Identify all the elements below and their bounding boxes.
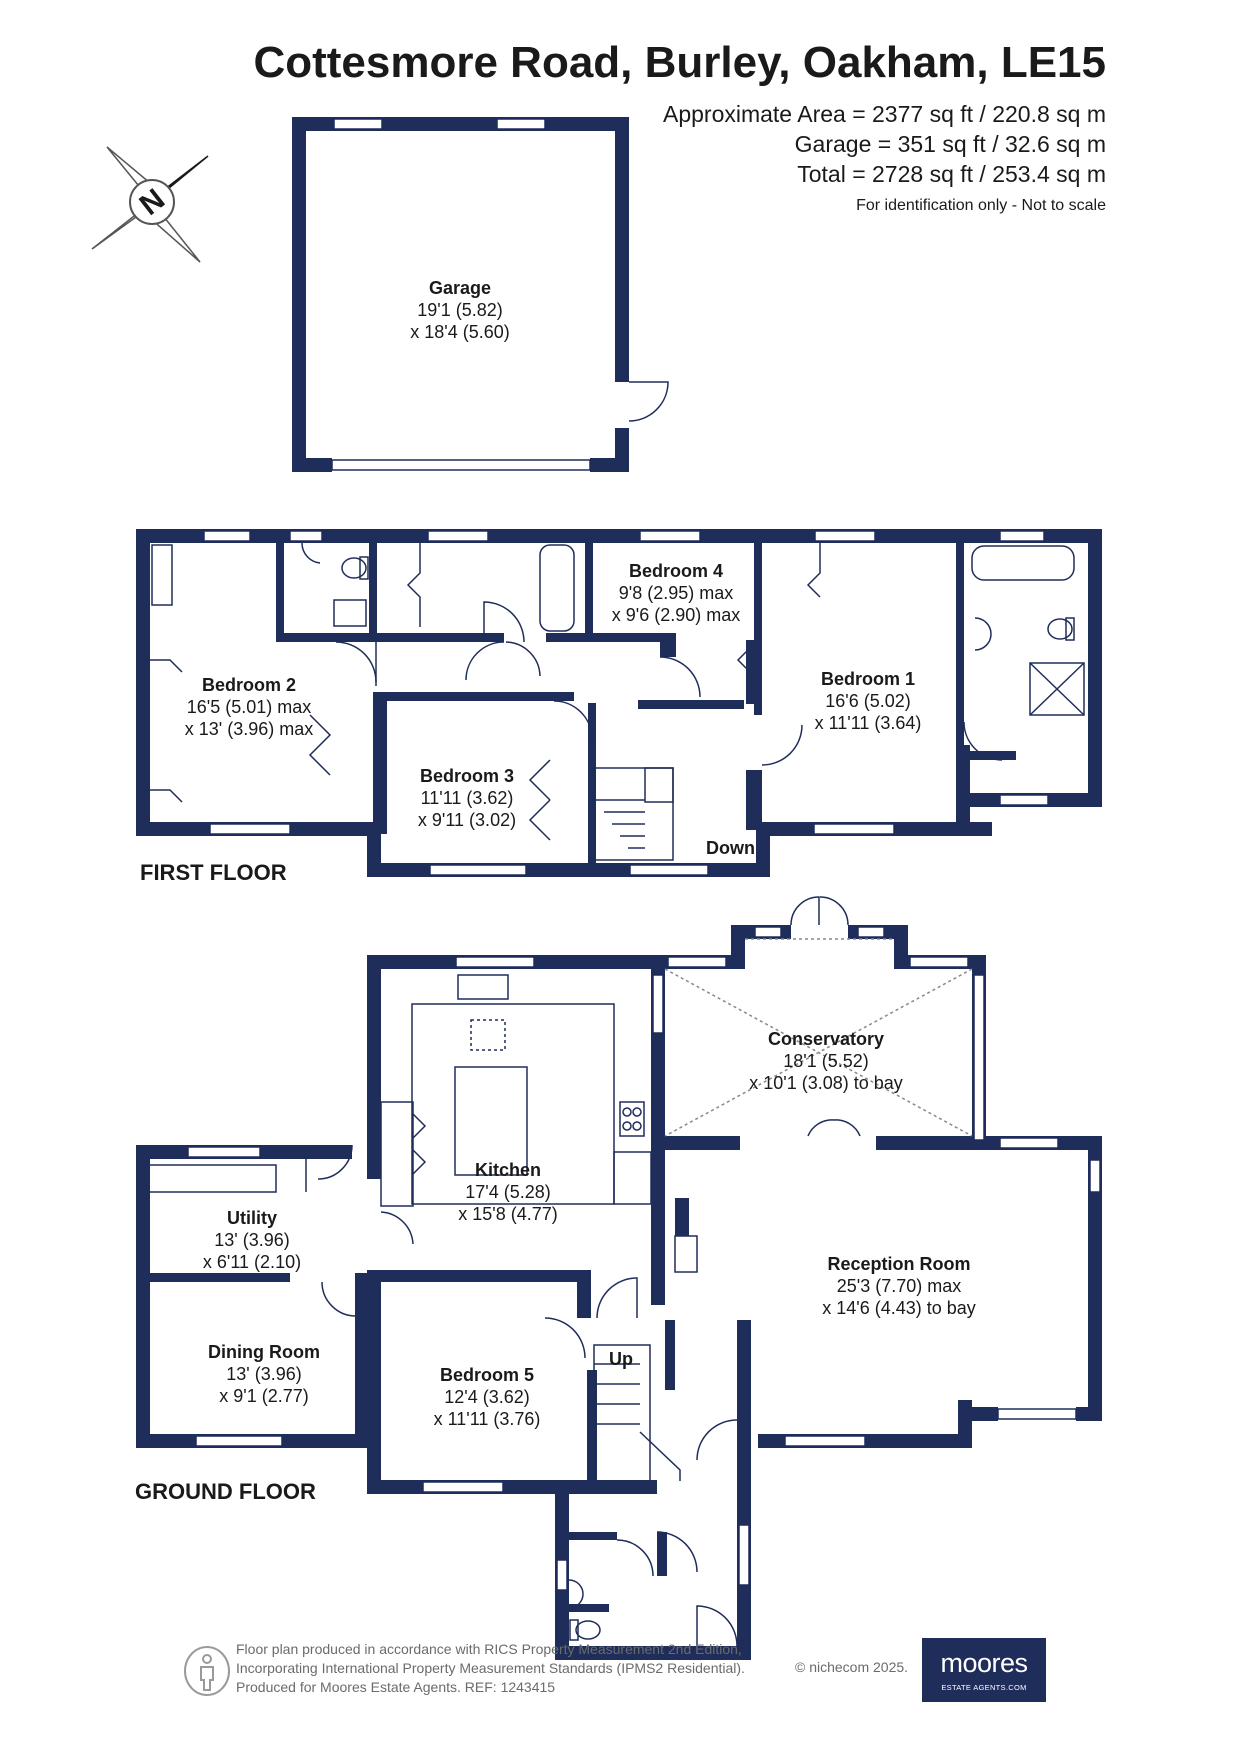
bedroom2-label: Bedroom 2 bbox=[202, 675, 296, 695]
bedroom3-label: Bedroom 3 bbox=[420, 766, 514, 786]
ground-floor-fittings bbox=[150, 896, 973, 1647]
footer-line-1: Floor plan produced in accordance with R… bbox=[236, 1641, 742, 1657]
bedroom1-dim-1: 16'6 (5.02) bbox=[825, 691, 911, 711]
utility-label: Utility bbox=[227, 1208, 277, 1228]
garage-dim-1: 19'1 (5.82) bbox=[417, 300, 503, 320]
footer-line-3: Produced for Moores Estate Agents. REF: … bbox=[236, 1679, 556, 1695]
moores-logo: moores ESTATE AGENTS.COM bbox=[922, 1638, 1046, 1702]
bedroom5-dim-2: x 11'11 (3.76) bbox=[434, 1409, 541, 1429]
bedroom1-dim-2: x 11'11 (3.64) bbox=[815, 713, 922, 733]
stairs-up-label: Up bbox=[609, 1349, 633, 1369]
bedroom4-dim-1: 9'8 (2.95) max bbox=[619, 583, 734, 603]
logo-sub: ESTATE AGENTS.COM bbox=[941, 1683, 1027, 1692]
bedroom5-dim-1: 12'4 (3.62) bbox=[444, 1387, 530, 1407]
property-title: Cottesmore Road, Burley, Oakham, LE15 bbox=[253, 38, 1106, 87]
stairs-down-label: Down bbox=[706, 838, 755, 858]
kitchen-label: Kitchen bbox=[475, 1160, 541, 1180]
footer-line-2: Incorporating International Property Mea… bbox=[236, 1660, 745, 1676]
north-compass-icon: N bbox=[91, 146, 209, 263]
conservatory-dim-2: x 10'1 (3.08) to bay bbox=[749, 1073, 903, 1093]
logo-main: moores bbox=[940, 1648, 1028, 1678]
utility-dim-1: 13' (3.96) bbox=[214, 1230, 289, 1250]
bedroom4-dim-2: x 9'6 (2.90) max bbox=[612, 605, 741, 625]
reception-dim-1: 25'3 (7.70) max bbox=[837, 1276, 962, 1296]
bedroom2-dim-1: 16'5 (5.01) max bbox=[187, 697, 312, 717]
conservatory-label: Conservatory bbox=[768, 1029, 884, 1049]
garage-dim-2: x 18'4 (5.60) bbox=[410, 322, 510, 342]
garage-label: Garage bbox=[429, 278, 491, 298]
garage-area: Garage = 351 sq ft / 32.6 sq m bbox=[794, 131, 1106, 157]
kitchen-dim-2: x 15'8 (4.77) bbox=[458, 1204, 558, 1224]
copyright: © nichecom 2025. bbox=[795, 1659, 909, 1675]
approx-area: Approximate Area = 2377 sq ft / 220.8 sq… bbox=[662, 101, 1106, 127]
bedroom4-label: Bedroom 4 bbox=[629, 561, 723, 581]
dining-dim-1: 13' (3.96) bbox=[226, 1364, 301, 1384]
scale-disclaimer: For identification only - Not to scale bbox=[856, 197, 1106, 214]
reception-dim-2: x 14'6 (4.43) to bay bbox=[822, 1298, 976, 1318]
kitchen-dim-1: 17'4 (5.28) bbox=[465, 1182, 551, 1202]
bedroom3-dim-1: 11'11 (3.62) bbox=[421, 788, 514, 808]
dining-label: Dining Room bbox=[208, 1342, 320, 1362]
footer-notes: Floor plan produced in accordance with R… bbox=[236, 1640, 745, 1697]
reception-label: Reception Room bbox=[827, 1254, 970, 1274]
bedroom2-dim-2: x 13' (3.96) max bbox=[185, 719, 314, 739]
bedroom3-dim-2: x 9'11 (3.02) bbox=[418, 810, 516, 830]
bedroom1-label: Bedroom 1 bbox=[821, 669, 915, 689]
utility-dim-2: x 6'11 (2.10) bbox=[203, 1252, 301, 1272]
ground-floor-label: GROUND FLOOR bbox=[135, 1479, 316, 1504]
person-icon bbox=[184, 1646, 230, 1696]
first-floor-fittings bbox=[150, 542, 1085, 861]
total-area: Total = 2728 sq ft / 253.4 sq m bbox=[797, 161, 1106, 187]
dining-dim-2: x 9'1 (2.77) bbox=[219, 1386, 308, 1406]
bedroom5-label: Bedroom 5 bbox=[440, 1365, 534, 1385]
conservatory-dim-1: 18'1 (5.52) bbox=[783, 1051, 869, 1071]
first-floor-label: FIRST FLOOR bbox=[140, 860, 287, 885]
